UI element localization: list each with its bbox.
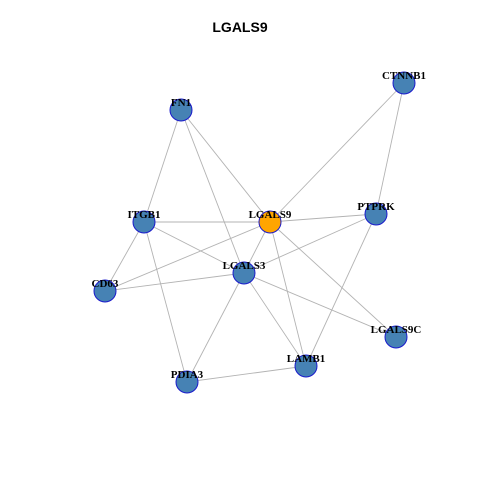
- node-label-lgals9c: LGALS9C: [371, 324, 422, 336]
- node-ctnnb1[interactable]: [392, 71, 416, 95]
- edge-lgals9-ctnnb1: [269, 82, 405, 223]
- node-layer: [93, 71, 416, 394]
- node-label-pdia3: PDIA3: [171, 369, 204, 381]
- node-lgals3[interactable]: [232, 261, 256, 285]
- node-label-cd63: CD63: [92, 278, 119, 290]
- edge-pdia3-lamb1: [186, 365, 307, 383]
- edge-itgb1-lgals3: [143, 221, 245, 274]
- edge-lgals3-pdia3: [186, 272, 245, 383]
- node-label-ctnnb1: CTNNB1: [382, 70, 426, 82]
- edge-fn1-lgals3: [180, 109, 245, 274]
- edge-layer: [104, 82, 405, 383]
- edge-lgals3-lamb1: [243, 272, 307, 367]
- chart-title: LGALS9: [212, 19, 268, 35]
- node-lgals9[interactable]: [258, 210, 282, 234]
- node-pdia3[interactable]: [175, 370, 199, 394]
- node-lamb1[interactable]: [294, 354, 318, 378]
- edge-ptprk-lgals3: [243, 213, 377, 274]
- node-label-itgb1: ITGB1: [127, 209, 160, 221]
- edge-ctnnb1-ptprk: [375, 82, 405, 215]
- node-itgb1[interactable]: [132, 210, 156, 234]
- node-lgals9c[interactable]: [384, 325, 408, 349]
- node-label-lgals3: LGALS3: [223, 260, 266, 272]
- edge-lgals9-ptprk: [269, 213, 377, 223]
- node-ptprk[interactable]: [364, 202, 388, 226]
- edge-fn1-itgb1: [143, 109, 182, 223]
- edge-itgb1-pdia3: [143, 221, 188, 383]
- edge-itgb1-cd63: [104, 221, 145, 292]
- edge-lgals9-cd63: [104, 221, 271, 292]
- node-cd63[interactable]: [93, 279, 117, 303]
- edge-lgals3-lgals9c: [243, 272, 397, 338]
- node-label-lamb1: LAMB1: [287, 353, 326, 365]
- node-fn1[interactable]: [169, 98, 193, 122]
- edge-ptprk-lamb1: [305, 213, 377, 367]
- edge-lgals3-cd63: [104, 272, 245, 292]
- node-label-ptprk: PTPRK: [357, 201, 395, 213]
- node-label-fn1: FN1: [171, 97, 191, 109]
- edge-lgals9-lamb1: [269, 221, 307, 367]
- node-label-lgals9: LGALS9: [249, 209, 292, 221]
- edge-lgals9-fn1: [180, 109, 271, 223]
- edge-lgals9-lgals9c: [269, 221, 397, 338]
